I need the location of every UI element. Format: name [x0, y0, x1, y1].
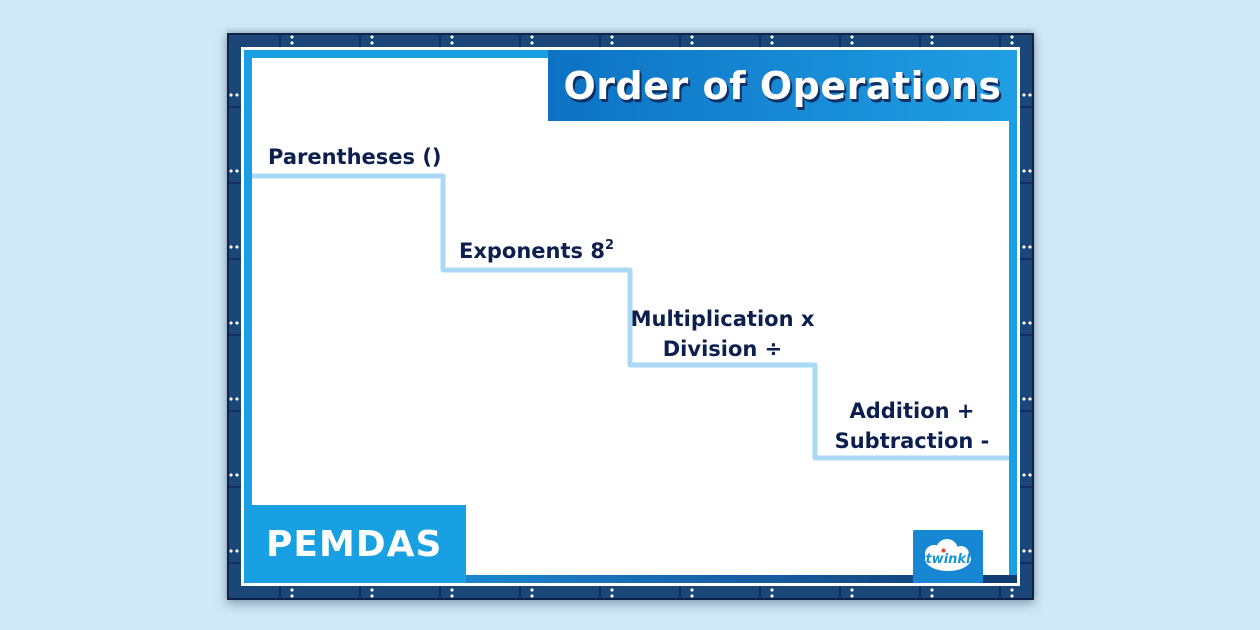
exponents-text: Exponents 8 [458, 239, 605, 263]
staircase-diagram [252, 173, 1009, 461]
poster-accent-border: Order of Operations Parentheses () Expon… [244, 50, 1017, 583]
exponent-superscript: 2 [604, 238, 614, 253]
twinkl-logo: twinkl [913, 530, 983, 583]
multiplication-text: Multiplication x [630, 307, 815, 331]
step-label-addition-subtraction: Addition + Subtraction - [815, 396, 1009, 456]
step-label-multiplication-division: Multiplication x Division ÷ [630, 304, 815, 364]
step-label-exponents: Exponents 82 [443, 232, 630, 266]
brand-text: twinkl [925, 552, 971, 567]
frame-stitch-right [1021, 45, 1033, 588]
parentheses-text: Parentheses () [268, 145, 442, 169]
frame-stitch-left [228, 45, 240, 588]
poster-inner-border: Order of Operations Parentheses () Expon… [241, 47, 1020, 586]
acronym-label: PEMDAS [266, 523, 443, 565]
poster-frame: Order of Operations Parentheses () Expon… [227, 33, 1034, 600]
title-banner: Order of Operations [548, 50, 1017, 121]
poster-content: Order of Operations Parentheses () Expon… [244, 50, 1017, 583]
bottom-stripe-gradient [244, 575, 1017, 583]
staircase-line [252, 173, 1009, 461]
frame-stitch-bottom [239, 587, 1022, 599]
acronym-banner: PEMDAS [244, 505, 466, 583]
cloud-icon [925, 539, 971, 571]
addition-text: Addition + [849, 399, 975, 423]
step-label-parentheses: Parentheses () [268, 142, 442, 172]
brand-dot-icon [941, 548, 946, 553]
twinkl-logo-graphic: twinkl [913, 530, 983, 583]
subtraction-text: Subtraction - [834, 429, 990, 453]
frame-stitch-top [239, 34, 1022, 46]
poster-title: Order of Operations [563, 63, 1002, 108]
division-text: Division ÷ [662, 337, 783, 361]
